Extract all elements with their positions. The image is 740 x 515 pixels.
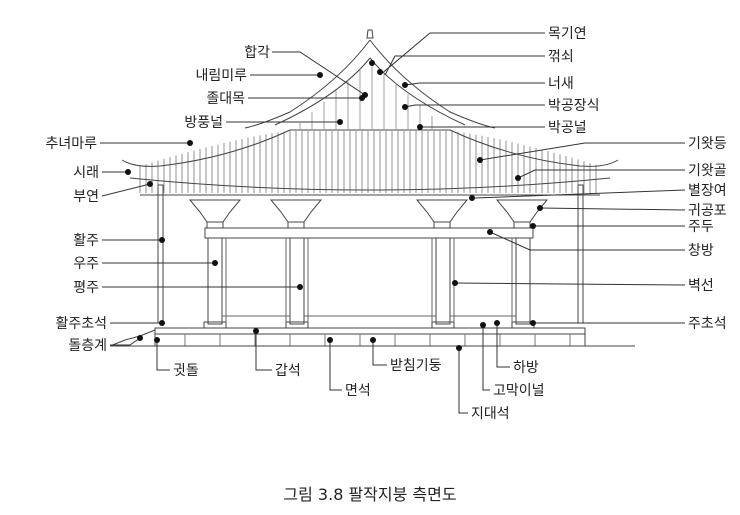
label-giwatgol: 기왓골 <box>688 163 727 179</box>
brackets <box>188 199 549 229</box>
label-juchoseok: 주초석 <box>688 316 727 332</box>
gable-inner <box>274 57 466 126</box>
roof-outline <box>121 129 619 167</box>
label-byeokseon: 벽선 <box>688 278 714 294</box>
label-bakgongneol: 박공널 <box>548 120 587 136</box>
label-hapgak: 합각 <box>244 45 270 61</box>
label-batchimgidung: 받침기둥 <box>390 358 442 374</box>
label-gwitdol: 귓돌 <box>173 363 199 379</box>
label-hwaljuchoseok: 활주초석 <box>55 316 107 332</box>
label-buyeon: 부연 <box>73 189 99 205</box>
label-joldaemok: 졸대목 <box>206 91 245 107</box>
changbang-beam <box>204 227 534 239</box>
labels: 합각 내림미루 졸대목 방풍널 추녀마루 시래 부연 활주 우주 평주 활주초석… <box>45 26 726 422</box>
label-bakgongjangsik: 박공장식 <box>548 98 600 114</box>
stone-steps <box>109 329 156 347</box>
platform-capstone <box>154 327 586 335</box>
gable-left-barge <box>244 39 371 129</box>
leader-lines <box>100 32 686 414</box>
bracket-set <box>269 199 323 229</box>
bracket-set <box>415 199 469 229</box>
label-gwigongpo: 귀공포 <box>688 203 727 219</box>
label-uju: 우주 <box>73 256 99 272</box>
label-jidaeseok: 지대석 <box>471 406 510 422</box>
label-giwatdeung: 기왓등 <box>688 136 727 152</box>
gable-right-barge <box>369 39 496 129</box>
column-base-stone <box>431 321 455 329</box>
column <box>435 237 451 325</box>
label-changbang: 창방 <box>688 243 714 259</box>
label-bangpungneol: 방풍널 <box>184 115 223 131</box>
label-mokgiyeon: 목기연 <box>548 26 587 42</box>
label-gomakineol: 고막이널 <box>493 383 545 399</box>
bracket-set <box>188 199 242 229</box>
label-gapseok: 갑석 <box>275 363 301 379</box>
label-dolcheunggye: 돌층계 <box>68 338 107 354</box>
label-naerimmaru: 내림미루 <box>195 68 247 84</box>
corner-column <box>515 237 531 325</box>
bracket-set <box>495 199 549 229</box>
corner-column <box>207 237 223 325</box>
label-pyeongju: 평주 <box>73 280 99 296</box>
label-kkeoksoe: 꺾쇠 <box>548 49 574 65</box>
label-neosae: 너새 <box>548 76 574 92</box>
label-myeonseok: 면석 <box>345 383 371 399</box>
label-byeoljangyeo: 별장여 <box>688 183 727 199</box>
outer-post-right <box>577 184 584 324</box>
label-chunyeomaru: 추녀마루 <box>45 136 97 152</box>
label-hwalju: 활주 <box>73 233 99 249</box>
column <box>289 237 305 325</box>
outer-post-left <box>157 184 164 324</box>
column-base-stone <box>285 321 309 329</box>
eave-line <box>129 177 611 191</box>
label-habang: 하방 <box>513 360 539 376</box>
leader-dots <box>125 60 543 351</box>
label-judu: 주두 <box>688 219 714 235</box>
label-sirae: 시래 <box>73 165 99 181</box>
column-base-stone <box>203 321 227 329</box>
roof-tile-lines <box>139 131 597 193</box>
ridge-finial <box>366 29 374 39</box>
columns <box>203 237 535 329</box>
figure-caption: 그림 3.8 팔작지붕 측면도 <box>283 485 456 504</box>
